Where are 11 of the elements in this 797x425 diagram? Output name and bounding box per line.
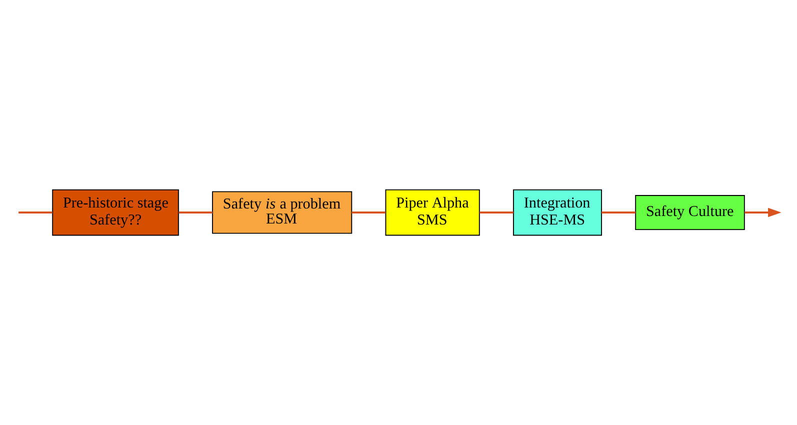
connector: [602, 212, 636, 214]
node-box: Safety Culture: [635, 195, 745, 230]
node-box: Integration HSE-MS: [513, 189, 602, 236]
connector: [178, 212, 212, 214]
connector: [352, 212, 386, 214]
arrow: [744, 208, 782, 218]
node-box: Piper Alpha SMS: [385, 189, 480, 236]
node-box: Pre-historic stage Safety??: [52, 189, 179, 236]
node-box: Safety is a problem ESM: [212, 191, 352, 234]
connector: [480, 212, 514, 214]
connector: [18, 212, 52, 214]
